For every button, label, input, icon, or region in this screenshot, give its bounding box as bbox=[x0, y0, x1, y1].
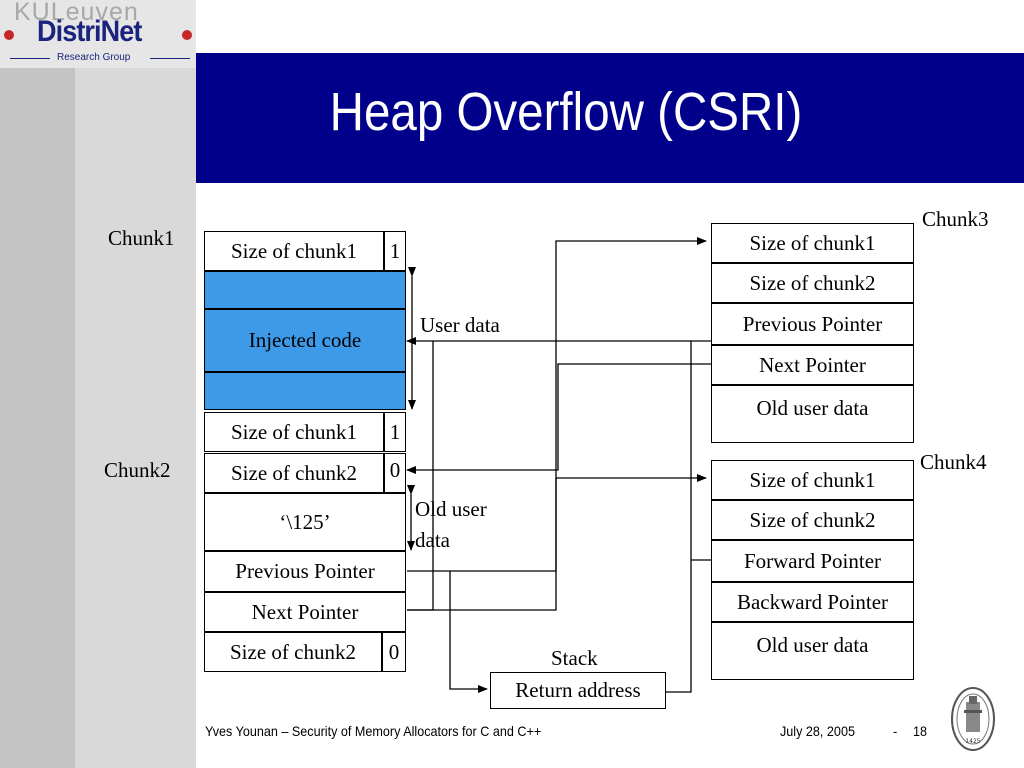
injected-code-cell: Injected code bbox=[204, 309, 406, 372]
title-band: Heap Overflow (CSRI) bbox=[196, 53, 1024, 183]
stack-label: Stack bbox=[551, 646, 598, 670]
research-group-text: Research Group bbox=[57, 52, 131, 63]
chunk1-label: Chunk1 bbox=[108, 226, 175, 250]
footer-page-number: 18 bbox=[913, 723, 928, 739]
chunk4-size-chunk1-cell: Size of chunk1 bbox=[711, 460, 914, 500]
chunk3-next-to-chunk2-line bbox=[406, 363, 711, 474]
c1-size-chunk1-cell: Size of chunk1 bbox=[204, 231, 384, 271]
kuleuven-logo-text: KULeuven bbox=[14, 0, 139, 26]
chunk3-label: Chunk3 bbox=[922, 207, 989, 231]
logo-rule-left bbox=[10, 58, 50, 59]
footer-date: July 28, 2005 bbox=[780, 723, 855, 739]
chunk3-old-user-data-cell: Old user data bbox=[711, 385, 914, 443]
previous-pointer-cell: Previous Pointer bbox=[204, 551, 406, 592]
chunk4-size-chunk2-cell: Size of chunk2 bbox=[711, 500, 914, 540]
logo-rule-right bbox=[150, 58, 190, 59]
c2b-size-chunk2-cell: Size of chunk2 bbox=[204, 632, 382, 672]
injected-region-top bbox=[204, 271, 406, 309]
old-user-data-label-line2: data bbox=[415, 528, 450, 552]
prev-pointer-to-chunk3-line bbox=[407, 237, 707, 572]
chunk3-prev-to-injected-line bbox=[666, 340, 711, 693]
chunk3-previous-pointer-cell: Previous Pointer bbox=[711, 303, 914, 345]
value-125-cell: ‘\125’ bbox=[204, 493, 406, 551]
injected-region-bottom bbox=[204, 372, 406, 410]
user-data-label: User data bbox=[420, 313, 500, 337]
distrinet-logo-text: DistriNet bbox=[37, 15, 142, 48]
c2-flag-cell: 0 bbox=[384, 453, 406, 493]
old-user-data-label-line1: Old user bbox=[415, 497, 487, 521]
chunk3-size-chunk1-cell: Size of chunk1 bbox=[711, 223, 914, 263]
c1b-size-chunk1-cell: Size of chunk1 bbox=[204, 412, 384, 452]
university-seal-icon: 1425 bbox=[951, 687, 995, 751]
to-return-address-line bbox=[449, 571, 488, 693]
logo-dot-left bbox=[4, 30, 14, 40]
chunk4-forward-pointer-cell: Forward Pointer bbox=[711, 540, 914, 582]
footer-author: Yves Younan – Security of Memory Allocat… bbox=[205, 723, 542, 739]
sidebar-inner-band bbox=[0, 68, 75, 768]
chunk3-size-chunk2-cell: Size of chunk2 bbox=[711, 263, 914, 303]
chunk3-next-pointer-cell: Next Pointer bbox=[711, 345, 914, 385]
logo-dot-right bbox=[182, 30, 192, 40]
c2b-flag-cell: 0 bbox=[382, 632, 406, 672]
slide-title: Heap Overflow (CSRI) bbox=[329, 82, 803, 142]
svg-text:1425: 1425 bbox=[965, 738, 980, 745]
c1-flag-cell: 1 bbox=[384, 231, 406, 271]
chunk4-backward-pointer-cell: Backward Pointer bbox=[711, 582, 914, 622]
chunk2-label: Chunk2 bbox=[104, 458, 171, 482]
chunk4-old-user-data-cell: Old user data bbox=[711, 622, 914, 680]
c1b-flag-cell: 1 bbox=[384, 412, 406, 452]
return-address-cell: Return address bbox=[490, 672, 666, 709]
next-pointer-to-chunk4-line bbox=[407, 474, 707, 611]
user-data-link-line bbox=[407, 341, 434, 611]
c2-size-chunk2-cell: Size of chunk2 bbox=[204, 453, 384, 493]
next-pointer-cell: Next Pointer bbox=[204, 592, 406, 632]
chunk4-label: Chunk4 bbox=[920, 450, 987, 474]
footer-separator: - bbox=[893, 723, 898, 739]
distrinet-logo: KULeuven DistriNet Research Group bbox=[0, 0, 196, 68]
